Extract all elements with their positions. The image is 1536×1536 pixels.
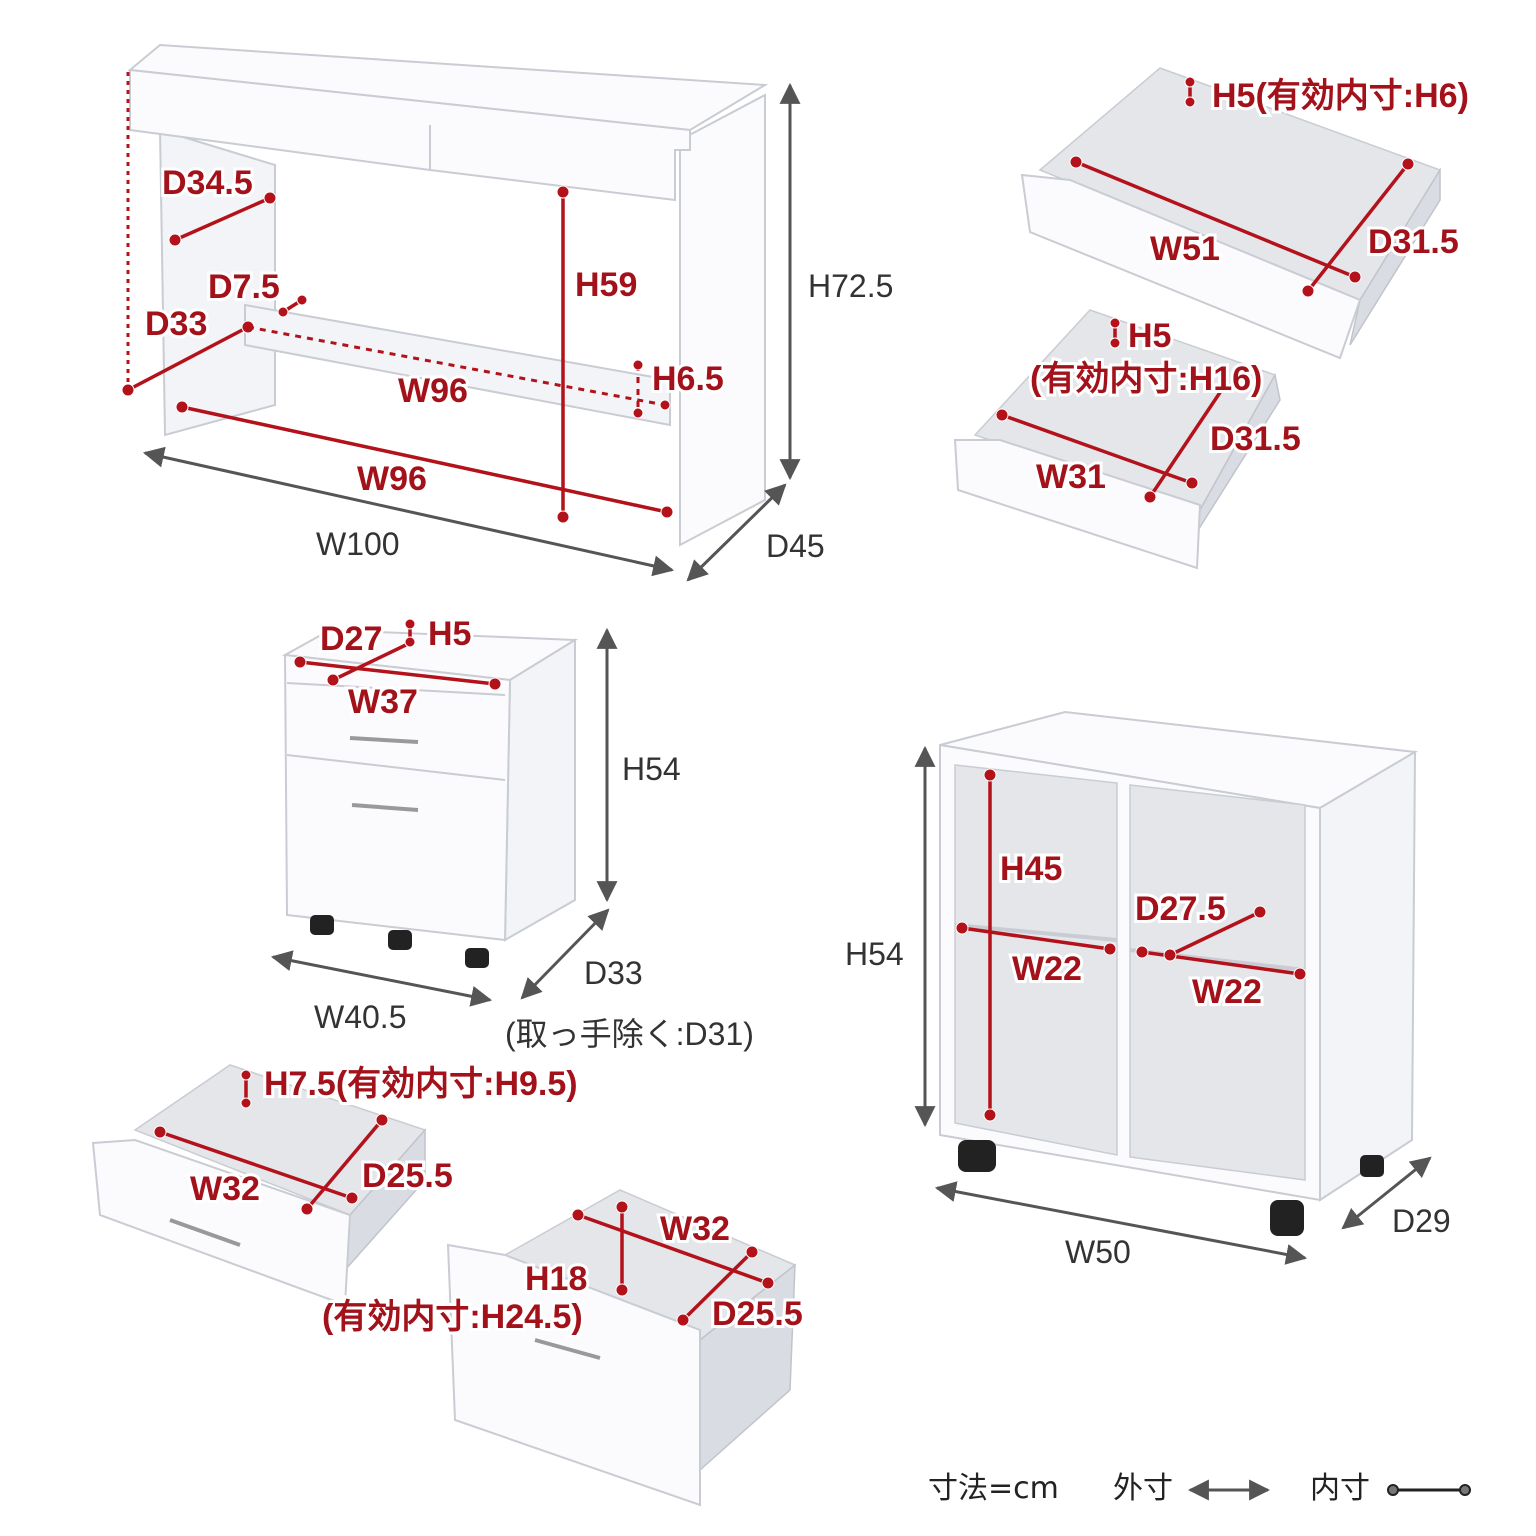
legend-outer-label: 外寸 xyxy=(1113,1471,1173,1506)
rack: H45 D27.5 W22 W22 H54 W50 D29 xyxy=(845,710,1451,1270)
wagon-d-label: D27 xyxy=(320,620,382,658)
drawer-small-h-note-label: (有効内寸:H16) xyxy=(1030,360,1262,398)
wagon-h-label: H5 xyxy=(428,615,471,653)
wagon-width-label: W40.5 xyxy=(314,999,406,1035)
legend-inner-dot-icon xyxy=(1387,1484,1399,1496)
desk-drawer-large: H5(有効内寸:H6) W51 D31.5 xyxy=(1020,67,1472,360)
desk-w-bottom-label: W96 xyxy=(357,460,427,498)
wagon-drawer-bottom-d-label: D25.5 xyxy=(712,1295,803,1333)
wagon: D27 H5 W37 H54 W40.5 D33 (取っ手除く:D31) xyxy=(270,612,754,1052)
drawer-large-w-label: W51 xyxy=(1150,230,1220,268)
wagon-depth-note: (取っ手除く:D31) xyxy=(505,1016,754,1052)
wagon-drawer-top: H7.5(有効内寸:H9.5) W32 D25.5 xyxy=(91,1062,581,1307)
desk-depth-label: D45 xyxy=(766,528,825,564)
wagon-drawer-bottom: W32 H18 (有効内寸:H24.5) D25.5 xyxy=(319,1189,806,1507)
wagon-depth-label: D33 xyxy=(584,955,643,991)
rack-w-right-label: W22 xyxy=(1192,973,1262,1011)
legend-unit: 寸法=cm xyxy=(928,1471,1059,1506)
rack-width-label: W50 xyxy=(1065,1234,1131,1270)
rack-height-label: H54 xyxy=(845,936,904,972)
wagon-w-label: W37 xyxy=(348,683,418,721)
desk-drawer-small: H5 (有効内寸:H16) W31 D31.5 xyxy=(953,309,1304,570)
desk-width-label: W100 xyxy=(316,526,400,562)
desk-h-shelf-label: H6.5 xyxy=(652,360,724,398)
desk-outer-dimensions: H72.5 W100 D45 xyxy=(142,82,893,582)
drawer-large-h-label: H5(有効内寸:H6) xyxy=(1212,77,1469,115)
desk-height-label: H72.5 xyxy=(808,268,893,304)
wagon-drawer-top-w-label: W32 xyxy=(190,1170,260,1208)
desk-d-lower-label: D33 xyxy=(145,305,207,343)
rack-depth-label: D29 xyxy=(1392,1203,1451,1239)
drawer-large-d-label: D31.5 xyxy=(1368,223,1459,261)
drawer-small-w-label: W31 xyxy=(1036,458,1106,496)
legend-inner-label: 内寸 xyxy=(1310,1471,1370,1506)
drawer-small-d-label: D31.5 xyxy=(1210,420,1301,458)
drawer-small-h-label: H5 xyxy=(1128,317,1171,355)
rack-d-label: D27.5 xyxy=(1135,890,1226,928)
legend: 寸法=cm 外寸 内寸 xyxy=(928,1471,1471,1506)
desk-w-shelf-label: W96 xyxy=(398,372,468,410)
wagon-drawer-bottom-h-label: H18 xyxy=(525,1260,587,1298)
desk-d-shelf-label: D7.5 xyxy=(208,268,280,306)
desk-d-side-label: D34.5 xyxy=(162,164,253,202)
desk-h-leg-label: H59 xyxy=(575,266,637,304)
rack-w-left-label: W22 xyxy=(1012,950,1082,988)
wagon-drawer-top-h-label: H7.5(有効内寸:H9.5) xyxy=(264,1065,578,1103)
wagon-height-label: H54 xyxy=(622,751,681,787)
wagon-drawer-bottom-h-note: (有効内寸:H24.5) xyxy=(322,1298,583,1336)
wagon-drawer-top-d-label: D25.5 xyxy=(362,1157,453,1195)
wagon-drawer-bottom-w-label: W32 xyxy=(660,1210,730,1248)
rack-h-label: H45 xyxy=(1000,850,1062,888)
